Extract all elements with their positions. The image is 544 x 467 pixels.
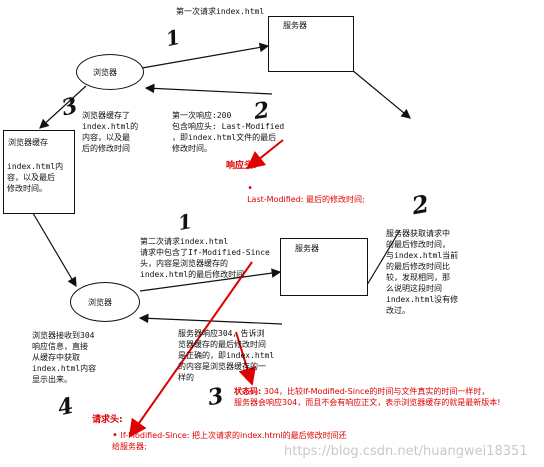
request-2-label: 第二次请求index.html 请求中包含了If-Modified-Since … [140,237,270,279]
cache-box-title: 浏览器缓存 [8,138,48,147]
response-1-label: 第一次响应:200 包含响应头: Last-Modified ，即index.h… [172,111,285,153]
red-dot-1: • [247,183,253,194]
arrow-server2-to-note [363,229,401,291]
browser-cache-note: 浏览器缓存了 index.html的 内容，以及最 后的修改时间 [82,111,139,153]
server-box-bottom: 服务器 [280,238,368,296]
response-header-label: 响应头: [226,161,257,171]
status-code-label: 状态码: [234,387,262,396]
response-header-line: • Last-Modified: 最后的修改时间; [242,174,365,205]
response-header-value: Last-Modified: 最后的修改时间; [247,195,365,204]
server-label-top: 服务器 [283,21,307,30]
cache-box-body: index.html内 容，以及最后 修改时间。 [7,162,64,193]
watermark: https://blog.csdn.net/huangwei18351 [284,444,528,459]
browser-ellipse-bottom: 浏览器 [70,282,140,322]
arrow-cache-to-browser [29,207,77,288]
red-arrow-response-header [246,139,284,170]
browser-label-bottom: 浏览器 [88,298,112,307]
status-code-text: 304，比较If-Modified-Since的时间与文件真实的时间一样时， 服… [234,387,501,407]
request-header-value: If-Modified-Since: 把上次请求的index.html的最后修改… [112,431,347,451]
browser-receive-note: 浏览器接收到304 响应信息，直接 从缓存中获取 index.html内容 显示… [32,331,97,384]
browser-cache-box: 浏览器缓存 index.html内 容，以及最后 修改时间。 [3,130,75,214]
arrow-request-2 [139,268,282,292]
response-2-label: 服务器响应304，告诉浏 览器缓存的最后修改时间 是正确的，即index.htm… [178,329,275,382]
server-compare-note: 服务器获取请求中 的最后修改时间， 与index.html当前 的最后修改时间比… [386,229,459,315]
arrow-to-cache [39,85,87,129]
browser-ellipse-top: 浏览器 [76,54,144,90]
arrow-server-to-note [351,69,411,119]
arrow-response-1 [144,83,273,95]
server-box-top: 服务器 [268,16,354,72]
request-header-label: 请求头: [92,415,123,425]
red-arrow-status-code [235,331,256,386]
red-arrow-request-header [128,261,253,438]
request-header-line: • If-Modified-Since: 把上次请求的index.html的最后… [112,430,347,452]
red-dot-2: • [112,430,118,441]
server-label-bottom: 服务器 [295,244,319,253]
browser-label-top: 浏览器 [93,68,117,77]
arrow-request-1 [141,42,270,69]
status-code-block: 状态码: 304，比较If-Modified-Since的时间与文件真实的时间一… [234,386,542,408]
request-1-label: 第一次请求index.html [176,7,265,16]
